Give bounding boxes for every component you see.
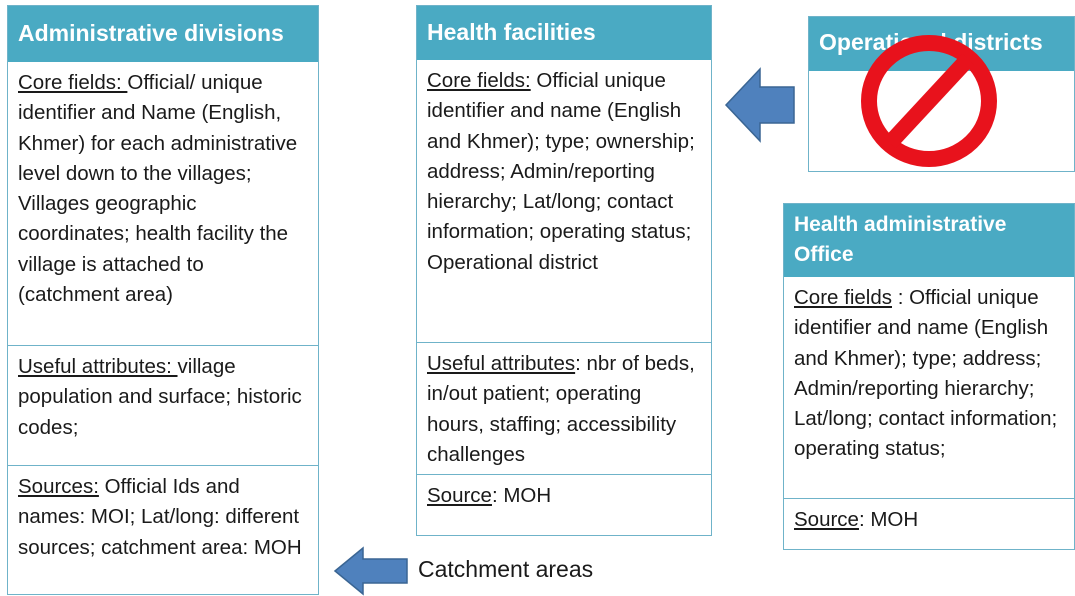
health-useful-attributes: Useful attributes: nbr of beds, in/out p… (417, 342, 711, 474)
admin-divisions-card: Administrative divisions Core fields: Of… (7, 5, 319, 595)
admin-useful-text: village population and surface; historic… (18, 355, 302, 439)
office-core-fields: Core fields : Official unique identifier… (784, 277, 1074, 498)
health-source-text: : MOH (491, 484, 552, 507)
health-source: Source: MOH (417, 474, 711, 535)
health-core-text: Official unique identifier and name (Eng… (427, 69, 695, 274)
admin-useful-label: Useful attributes: (18, 355, 178, 378)
health-useful-label: Useful attributes (427, 352, 576, 375)
admin-divisions-title: Administrative divisions (8, 6, 318, 62)
office-source-label: Source (794, 508, 859, 531)
health-core-label: Core fields: (427, 69, 531, 92)
health-core-fields: Core fields: Official unique identifier … (417, 60, 711, 342)
office-core-text: : Official unique identifier and name (E… (794, 286, 1058, 461)
health-facilities-title: Health facilities (417, 6, 711, 60)
prohibited-icon (861, 35, 997, 167)
admin-sources-text: Official Ids and names: MOI; Lat/long: d… (18, 475, 302, 559)
admin-core-label: Core fields: (18, 71, 128, 94)
health-admin-office-card: Health administrative Office Core fields… (783, 203, 1075, 550)
health-useful-text: : nbr of beds, in/out patient; operating… (427, 352, 695, 466)
health-facilities-card: Health facilities Core fields: Official … (416, 5, 712, 536)
left-arrow-icon (724, 67, 795, 143)
admin-useful-attributes: Useful attributes: village population an… (8, 345, 318, 465)
health-admin-office-title: Health administrative Office (784, 204, 1074, 277)
office-core-label: Core fields (794, 286, 892, 309)
operational-districts-title: Operational districts (809, 17, 1074, 71)
office-source: Source: MOH (784, 498, 1074, 549)
admin-core-fields: Core fields: Official/ unique identifier… (8, 62, 318, 345)
office-source-text: : MOH (858, 508, 919, 531)
admin-core-text: Official/ unique identifier and Name (En… (18, 71, 298, 307)
admin-sources: Sources: Official Ids and names: MOI; La… (8, 465, 318, 594)
catchment-arrow-icon (333, 546, 408, 596)
admin-sources-label: Sources: (18, 475, 99, 498)
health-source-label: Source (427, 484, 492, 507)
catchment-areas-caption: Catchment areas (418, 556, 594, 582)
